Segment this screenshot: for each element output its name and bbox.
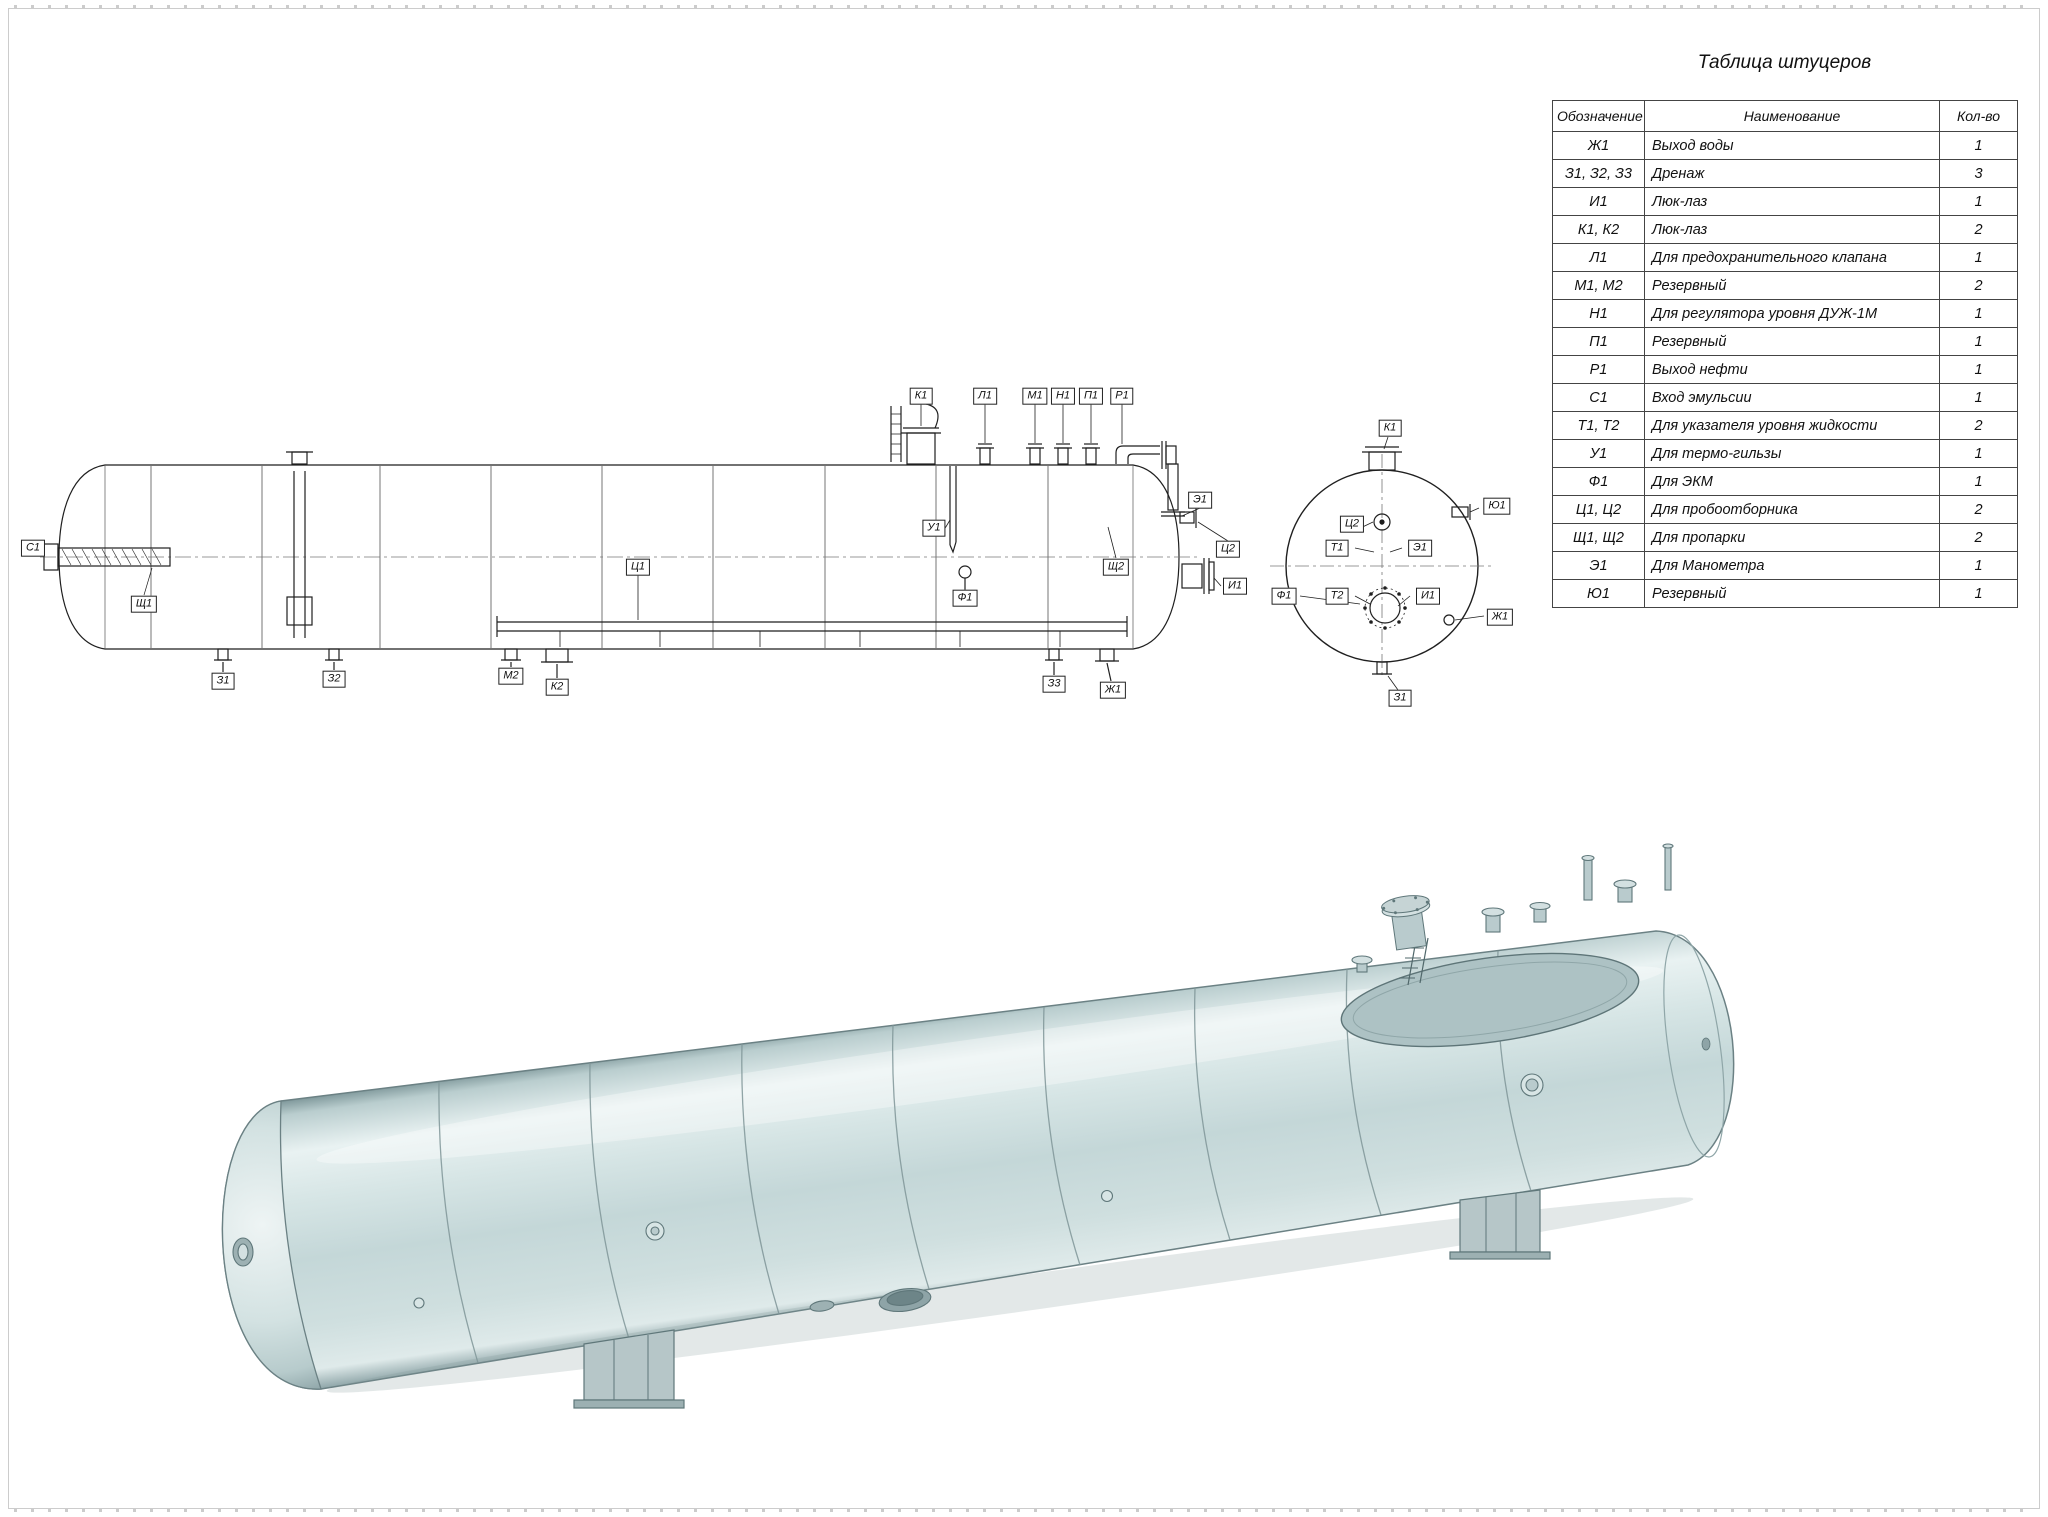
designation-cell: С1: [1552, 383, 1645, 412]
col-header-designation: Обозначение: [1552, 100, 1645, 132]
name-cell: Дренаж: [1644, 159, 1940, 188]
iso-view-rendering: [221, 843, 1735, 1409]
qty-cell: 1: [1939, 383, 2018, 412]
edge-ticks-top: [14, 5, 2034, 8]
qty-cell: 1: [1939, 131, 2018, 160]
end-view-drawing: [1270, 436, 1494, 691]
name-cell: Для термо-гильзы: [1644, 439, 1940, 468]
designation-cell: Э1: [1552, 551, 1645, 580]
qty-cell: 1: [1939, 355, 2018, 384]
top-manhole: [1381, 895, 1431, 951]
qty-cell: 1: [1939, 439, 2018, 468]
designation-cell: У1: [1552, 439, 1645, 468]
qty-cell: 1: [1939, 243, 2018, 272]
designation-cell: Ф1: [1552, 467, 1645, 496]
name-cell: Вход эмульсии: [1644, 383, 1940, 412]
saddle-supports: [573, 1189, 1551, 1409]
qty-cell: 3: [1939, 159, 2018, 188]
name-cell: Люк-лаз: [1644, 187, 1940, 216]
name-cell: Для Манометра: [1644, 551, 1940, 580]
designation-cell: Л1: [1552, 243, 1645, 272]
edge-ticks-bottom: [14, 1509, 2034, 1512]
qty-cell: 1: [1939, 327, 2018, 356]
designation-cell: М1, М2: [1552, 271, 1645, 300]
qty-cell: 2: [1939, 495, 2018, 524]
designation-cell: К1, К2: [1552, 215, 1645, 244]
name-cell: Для предохранительного клапана: [1644, 243, 1940, 272]
name-cell: Для пробоотборника: [1644, 495, 1940, 524]
name-cell: Для указателя уровня жидкости: [1644, 411, 1940, 440]
designation-cell: Р1: [1552, 355, 1645, 384]
side-view-drawing: [40, 403, 1229, 682]
designation-cell: Ц1, Ц2: [1552, 495, 1645, 524]
designation-cell: Н1: [1552, 299, 1645, 328]
col-header-qty: Кол-во: [1939, 100, 2018, 132]
designation-cell: Т1, Т2: [1552, 411, 1645, 440]
name-cell: Резервный: [1644, 327, 1940, 356]
name-cell: Люк-лаз: [1644, 215, 1940, 244]
name-cell: Резервный: [1644, 271, 1940, 300]
table-header-row: Обозначение Наименование Кол-во: [1552, 100, 2018, 132]
designation-cell: И1: [1552, 187, 1645, 216]
qty-cell: 2: [1939, 523, 2018, 552]
designation-cell: Щ1, Щ2: [1552, 523, 1645, 552]
qty-cell: 1: [1939, 187, 2018, 216]
table-title: Таблица штуцеров: [1697, 52, 1872, 73]
qty-cell: 1: [1939, 299, 2018, 328]
shell-fittings: [232, 1073, 1544, 1313]
qty-cell: 2: [1939, 215, 2018, 244]
qty-cell: 2: [1939, 411, 2018, 440]
qty-cell: 1: [1939, 467, 2018, 496]
col-header-name: Наименование: [1644, 100, 1940, 132]
qty-cell: 1: [1939, 551, 2018, 580]
designation-cell: П1: [1552, 327, 1645, 356]
name-cell: Для ЭКМ: [1644, 467, 1940, 496]
qty-cell: 2: [1939, 271, 2018, 300]
top-nozzles: [1351, 843, 1674, 973]
name-cell: Для регулятора уровня ДУЖ-1М: [1644, 299, 1940, 328]
tank-left-head: [221, 1100, 322, 1390]
qty-cell: 1: [1939, 579, 2018, 608]
name-cell: Выход нефти: [1644, 355, 1940, 384]
designation-cell: Ю1: [1552, 579, 1645, 608]
name-cell: Выход воды: [1644, 131, 1940, 160]
name-cell: Резервный: [1644, 579, 1940, 608]
name-cell: Для пропарки: [1644, 523, 1940, 552]
designation-cell: Ж1: [1552, 131, 1645, 160]
designation-cell: З1, З2, З3: [1552, 159, 1645, 188]
